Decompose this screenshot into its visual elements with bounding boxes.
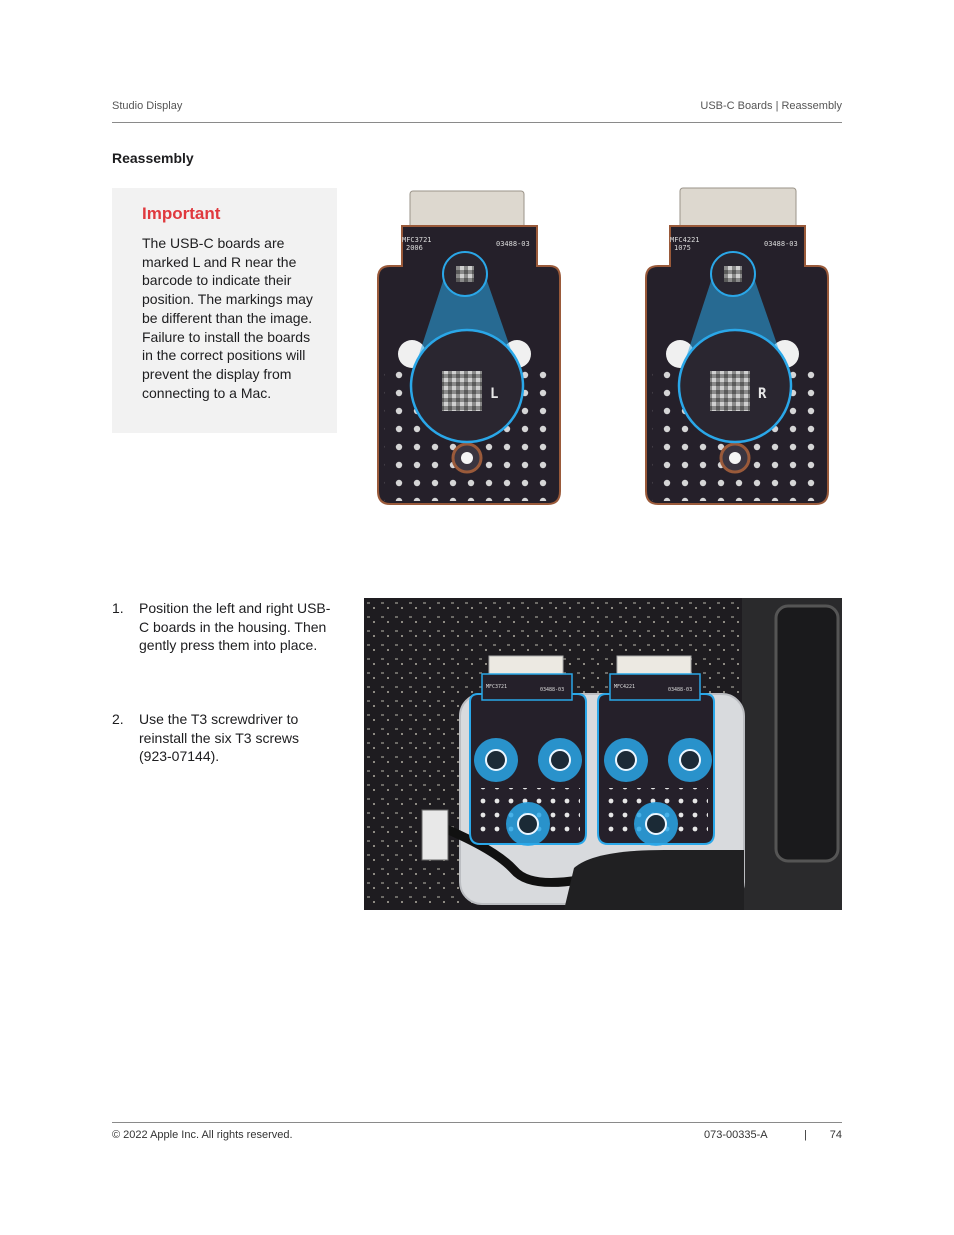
- step-1-number: 1.: [112, 600, 124, 616]
- right-board-code: MFC4221: [670, 236, 700, 244]
- left-board-marking: L: [490, 386, 498, 402]
- boards-installed-figure: MFC3721 03488-03 MFC4221 03488-03: [364, 598, 842, 910]
- footer-page-number: 74: [829, 1129, 842, 1141]
- step-1-text: Position the left and right USB-C boards…: [139, 600, 331, 654]
- screw-highlight-3: [506, 802, 550, 846]
- running-header-section: USB-C Boards | Reassembly: [700, 100, 842, 112]
- important-note: Important The USB-C boards are marked L …: [112, 188, 337, 433]
- right-board-part: 03488-03: [764, 240, 798, 248]
- screw-highlight-2: [538, 738, 582, 782]
- right-usb-c-board: MFC4221 1075 03488-03 R: [645, 187, 829, 505]
- footer-copyright: © 2022 Apple Inc. All rights reserved.: [112, 1129, 293, 1141]
- usb-c-boards-marking-figure: MFC3721 2006 03488-03 L MFC4221 1075 034…: [377, 187, 829, 505]
- footer-separator: |: [804, 1129, 807, 1141]
- header-rule: [112, 122, 842, 123]
- screw-highlight-6: [634, 802, 678, 846]
- left-board-part: 03488-03: [496, 240, 530, 248]
- step-2-number: 2.: [112, 711, 124, 727]
- installed-left-code: MFC3721: [486, 684, 507, 690]
- step-2: 2. Use the T3 screwdriver to reinstall t…: [112, 710, 330, 770]
- installed-right-part: 03488-03: [668, 687, 692, 693]
- installed-left-part: 03488-03: [540, 687, 564, 693]
- left-usb-c-board: MFC3721 2006 03488-03 L: [377, 190, 561, 505]
- running-header-title: Studio Display: [112, 100, 183, 112]
- screw-highlight-4: [604, 738, 648, 782]
- screw-highlight-5: [668, 738, 712, 782]
- right-board-marking: R: [758, 386, 767, 402]
- left-board-code: MFC3721: [402, 236, 432, 244]
- important-body: The USB-C boards are marked L and R near…: [142, 235, 313, 401]
- left-board-date: 2006: [406, 244, 423, 252]
- right-board-date: 1075: [674, 244, 691, 252]
- step-2-text: Use the T3 screwdriver to reinstall the …: [139, 711, 300, 765]
- screw-highlight-1: [474, 738, 518, 782]
- footer-doc-number: 073-00335-A: [704, 1129, 768, 1141]
- installed-right-code: MFC4221: [614, 684, 635, 690]
- section-title: Reassembly: [112, 150, 194, 166]
- important-title: Important: [142, 204, 221, 223]
- step-1: 1. Position the left and right USB-C boa…: [112, 599, 330, 679]
- footer-rule: [112, 1122, 842, 1123]
